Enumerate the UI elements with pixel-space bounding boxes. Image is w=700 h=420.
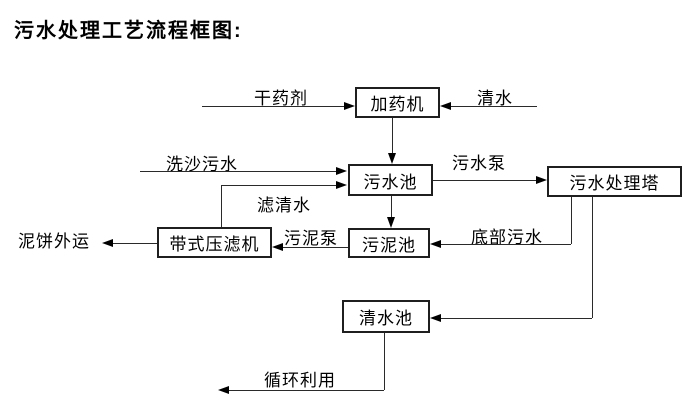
arrowhead-right bbox=[536, 176, 547, 184]
connector-line bbox=[384, 333, 385, 390]
connector-line bbox=[140, 171, 336, 172]
arrowhead-left bbox=[272, 243, 283, 251]
flow-label-clear-water: 清水 bbox=[477, 89, 513, 108]
connector-line bbox=[229, 390, 384, 391]
connector-line bbox=[221, 185, 222, 227]
flow-label-dry-chemical: 干药剂 bbox=[254, 89, 308, 108]
node-clear-water-pool: 清水池 bbox=[342, 300, 430, 333]
arrowhead-right bbox=[336, 181, 347, 189]
flow-label-sewage-pump: 污水泵 bbox=[452, 154, 506, 173]
node-sewage-pool: 污水池 bbox=[348, 164, 433, 196]
arrowhead-right bbox=[344, 102, 355, 110]
arrowhead-down bbox=[388, 153, 396, 164]
connector-line bbox=[392, 118, 393, 153]
connector-line bbox=[283, 247, 348, 248]
node-label: 污水处理塔 bbox=[569, 174, 660, 193]
flow-label-filtered-water: 滤清水 bbox=[257, 196, 311, 215]
connector-line bbox=[451, 106, 537, 107]
arrowhead-left bbox=[218, 386, 229, 394]
flow-label-sand-washing-sewage: 洗沙污水 bbox=[166, 155, 238, 174]
arrowhead-down bbox=[387, 217, 395, 228]
connector-line bbox=[391, 196, 392, 217]
node-label: 污水池 bbox=[363, 172, 418, 192]
flow-label-bottom-sewage: 底部污水 bbox=[471, 228, 543, 247]
node-label: 加药机 bbox=[370, 95, 425, 114]
arrowhead-right bbox=[336, 167, 347, 175]
node-dosing-machine: 加药机 bbox=[355, 87, 440, 118]
connector-line bbox=[113, 243, 157, 244]
arrowhead-left bbox=[440, 102, 451, 110]
connector-line bbox=[202, 106, 344, 107]
node-sludge-pool: 污泥池 bbox=[348, 228, 430, 258]
node-belt-filter-press: 带式压滤机 bbox=[157, 227, 272, 258]
flow-label-sludge-pump: 污泥泵 bbox=[284, 229, 338, 248]
node-label: 污泥池 bbox=[362, 235, 416, 255]
connector-line bbox=[571, 197, 572, 244]
connector-line bbox=[221, 185, 336, 186]
arrowhead-left bbox=[102, 239, 113, 247]
node-label: 带式压滤机 bbox=[169, 235, 260, 254]
connector-line bbox=[441, 318, 592, 319]
page-title: 污水处理工艺流程框图: bbox=[14, 20, 243, 42]
arrowhead-left bbox=[430, 314, 441, 322]
flow-label-mud-cake-out: 泥饼外运 bbox=[18, 232, 90, 251]
connector-line bbox=[441, 244, 571, 245]
connector-line bbox=[592, 197, 593, 318]
node-label: 清水池 bbox=[359, 309, 413, 328]
node-treatment-tower: 污水处理塔 bbox=[547, 166, 682, 197]
connector-line bbox=[433, 180, 536, 181]
flow-label-recycle: 循环利用 bbox=[264, 371, 336, 390]
arrowhead-left bbox=[430, 240, 441, 248]
